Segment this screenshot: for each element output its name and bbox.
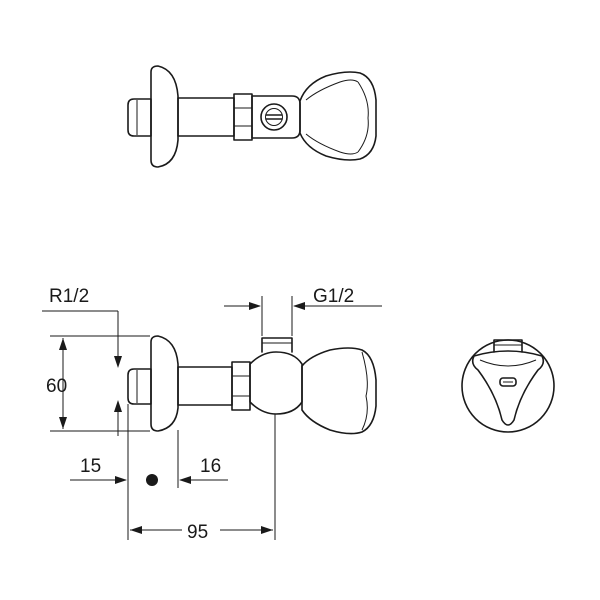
label-height: 60: [46, 376, 67, 397]
top-body-tube: [177, 97, 235, 137]
label-thread-inlet: R1/2: [49, 286, 89, 307]
reference-point: [146, 474, 158, 486]
top-valve-body: [251, 95, 301, 139]
side-inlet-stub: [127, 368, 152, 405]
label-offset-left: 15: [80, 456, 101, 477]
side-view: [127, 335, 377, 435]
dimensions: R1/2 60 G1/2 15 16 95: [42, 286, 382, 543]
side-valve-body: [249, 351, 303, 415]
front-outlet-connector: [493, 339, 523, 353]
top-outlet-port: [260, 103, 288, 131]
side-handle: [301, 347, 377, 435]
top-view: [127, 65, 377, 168]
side-outlet-connector: [261, 337, 293, 353]
top-wall-rosette: [150, 65, 179, 168]
top-handle: [299, 71, 377, 161]
label-offset-right: 16: [200, 456, 221, 477]
front-indicator: [499, 377, 517, 387]
front-view: [461, 339, 555, 433]
label-thread-outlet: G1/2: [313, 286, 354, 307]
side-hex-nut: [231, 361, 251, 411]
front-handle: [471, 350, 545, 426]
side-wall-rosette: [150, 335, 179, 432]
top-hex-nut: [233, 93, 253, 141]
top-inlet-stub: [127, 98, 152, 137]
side-body-tube: [177, 366, 233, 406]
label-length: 95: [187, 522, 208, 543]
